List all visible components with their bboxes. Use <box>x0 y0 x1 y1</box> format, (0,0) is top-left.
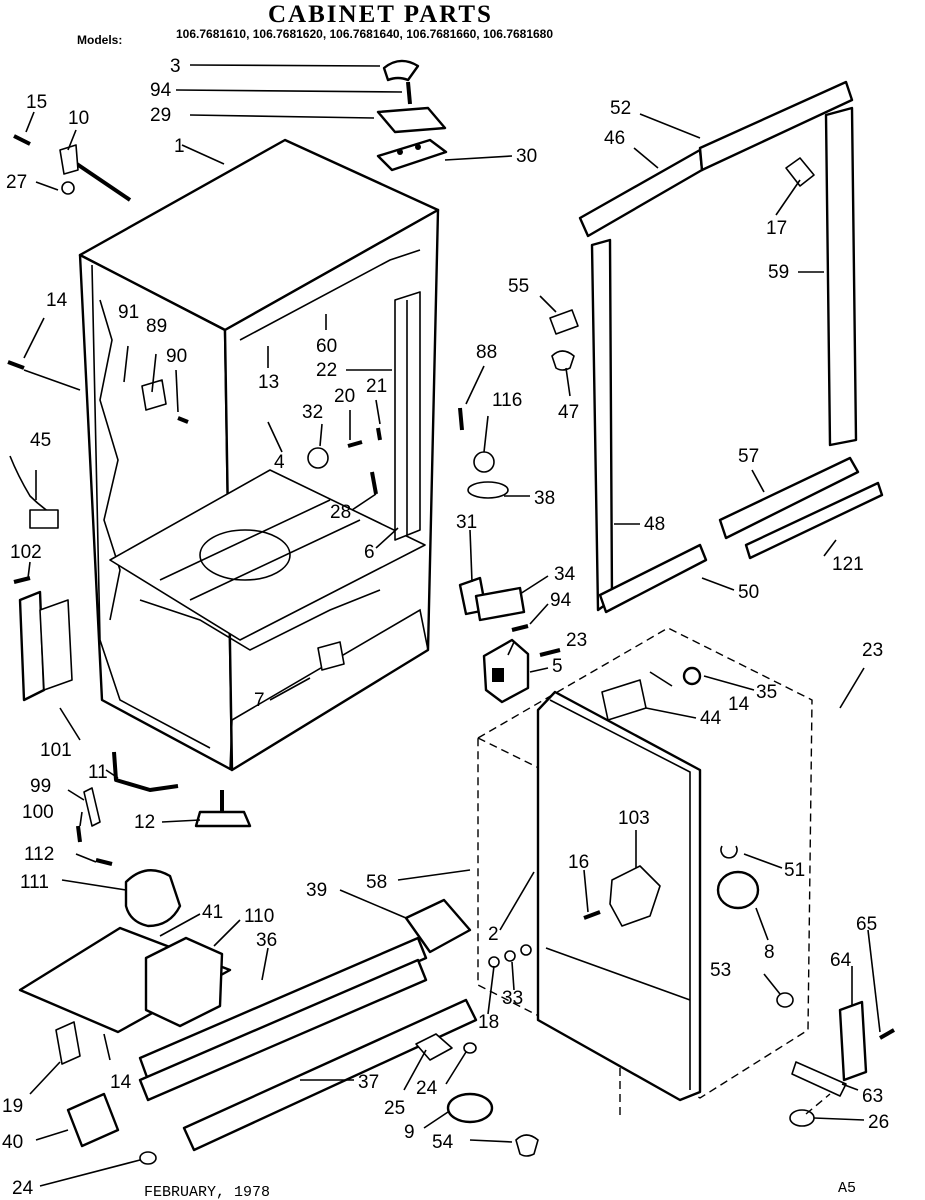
left-top-bracket <box>13 134 132 202</box>
footer-page-code: A5 <box>838 1180 856 1197</box>
left-side-parts <box>7 360 73 702</box>
callout-53: 53 <box>710 960 731 981</box>
callout-labels: 3 94 29 1 30 15 10 27 52 46 17 59 14 91 … <box>2 56 889 1199</box>
callout-94: 94 <box>150 80 172 101</box>
callout-11: 11 <box>88 762 108 783</box>
callout-54: 54 <box>432 1132 454 1153</box>
lower-left-tubing <box>76 751 252 843</box>
callout-15: 15 <box>26 92 47 113</box>
callout-7: 7 <box>254 690 265 711</box>
callout-64: 64 <box>830 950 852 971</box>
callout-48: 48 <box>644 514 665 535</box>
footer-date: FEBRUARY, 1978 <box>144 1184 270 1200</box>
callout-29: 29 <box>150 105 171 126</box>
center-hardware <box>458 309 579 632</box>
callout-24-bottom: 24 <box>12 1178 34 1199</box>
misc-fasteners <box>141 379 601 968</box>
callout-12: 12 <box>134 812 155 833</box>
callout-46: 46 <box>604 128 625 149</box>
callout-33: 33 <box>502 988 523 1009</box>
callout-23: 23 <box>566 630 587 651</box>
models-label: Models: <box>77 33 122 47</box>
callout-16: 16 <box>568 852 589 873</box>
callout-25: 25 <box>384 1098 405 1119</box>
callout-51: 51 <box>784 860 805 881</box>
door-liner-frame <box>578 80 884 614</box>
callout-111: 111 <box>20 872 49 893</box>
callout-14: 14 <box>46 290 68 311</box>
page-title: CABINET PARTS <box>268 1 493 28</box>
callout-60: 60 <box>316 336 337 357</box>
callout-18: 18 <box>478 1012 499 1033</box>
door-assembly <box>477 627 813 1120</box>
callout-110: 110 <box>244 906 274 927</box>
callout-121: 121 <box>832 554 864 575</box>
callout-1: 1 <box>174 136 185 157</box>
callout-55: 55 <box>508 276 529 297</box>
callout-31: 31 <box>456 512 477 533</box>
callout-34: 34 <box>554 564 576 585</box>
callout-40: 40 <box>2 1132 23 1153</box>
callout-57: 57 <box>738 446 759 467</box>
callout-8: 8 <box>764 942 775 963</box>
callout-4: 4 <box>274 452 285 473</box>
callout-24: 24 <box>416 1078 438 1099</box>
callout-45: 45 <box>30 430 51 451</box>
callout-103: 103 <box>618 808 650 829</box>
lower-hardware <box>415 1000 895 1157</box>
callout-91: 91 <box>118 302 139 323</box>
callout-39: 39 <box>306 880 327 901</box>
callout-35: 35 <box>756 682 777 703</box>
callout-13: 13 <box>258 372 279 393</box>
callout-5: 5 <box>552 656 563 677</box>
callout-89: 89 <box>146 316 167 337</box>
callout-22: 22 <box>316 360 337 381</box>
leader-lines <box>23 64 881 1187</box>
callout-26: 26 <box>868 1112 889 1133</box>
callout-88: 88 <box>476 342 497 363</box>
callout-41: 41 <box>202 902 223 923</box>
callout-116: 116 <box>492 390 522 411</box>
callout-102: 102 <box>10 542 42 563</box>
callout-59: 59 <box>768 262 789 283</box>
callout-99: 99 <box>30 776 51 797</box>
callout-14-bottom: 14 <box>110 1072 132 1093</box>
callout-47: 47 <box>558 402 579 423</box>
callout-112: 112 <box>24 844 54 865</box>
models-list: 106.7681610, 106.7681620, 106.7681640, 1… <box>176 27 553 41</box>
top-hinge-assembly <box>376 59 448 172</box>
callout-101: 101 <box>40 740 72 761</box>
callout-17: 17 <box>766 218 787 239</box>
callout-20: 20 <box>334 386 355 407</box>
callout-23-right: 23 <box>862 640 883 661</box>
callout-38: 38 <box>534 488 555 509</box>
callout-28: 28 <box>330 502 351 523</box>
callout-6: 6 <box>364 542 375 563</box>
callout-44: 44 <box>700 708 722 729</box>
callout-30: 30 <box>516 146 537 167</box>
callout-9: 9 <box>404 1122 415 1143</box>
callout-10: 10 <box>68 108 89 129</box>
callout-27: 27 <box>6 172 27 193</box>
callout-32: 32 <box>302 402 323 423</box>
callout-100: 100 <box>22 802 54 823</box>
callout-52: 52 <box>610 98 631 119</box>
callout-58: 58 <box>366 872 387 893</box>
callout-36: 36 <box>256 930 277 951</box>
callout-14-right: 14 <box>728 694 750 715</box>
callout-37: 37 <box>358 1072 379 1093</box>
callout-50: 50 <box>738 582 759 603</box>
callout-90: 90 <box>166 346 187 367</box>
callout-2: 2 <box>488 924 499 945</box>
callout-21: 21 <box>366 376 387 397</box>
callout-19: 19 <box>2 1096 23 1117</box>
callout-63: 63 <box>862 1086 883 1107</box>
hinge-block <box>482 638 702 721</box>
cabinet-shell <box>78 138 440 772</box>
base-assembly <box>18 858 478 1165</box>
callout-94-lower: 94 <box>550 590 572 611</box>
callout-65: 65 <box>856 914 877 935</box>
callout-3: 3 <box>170 56 181 77</box>
